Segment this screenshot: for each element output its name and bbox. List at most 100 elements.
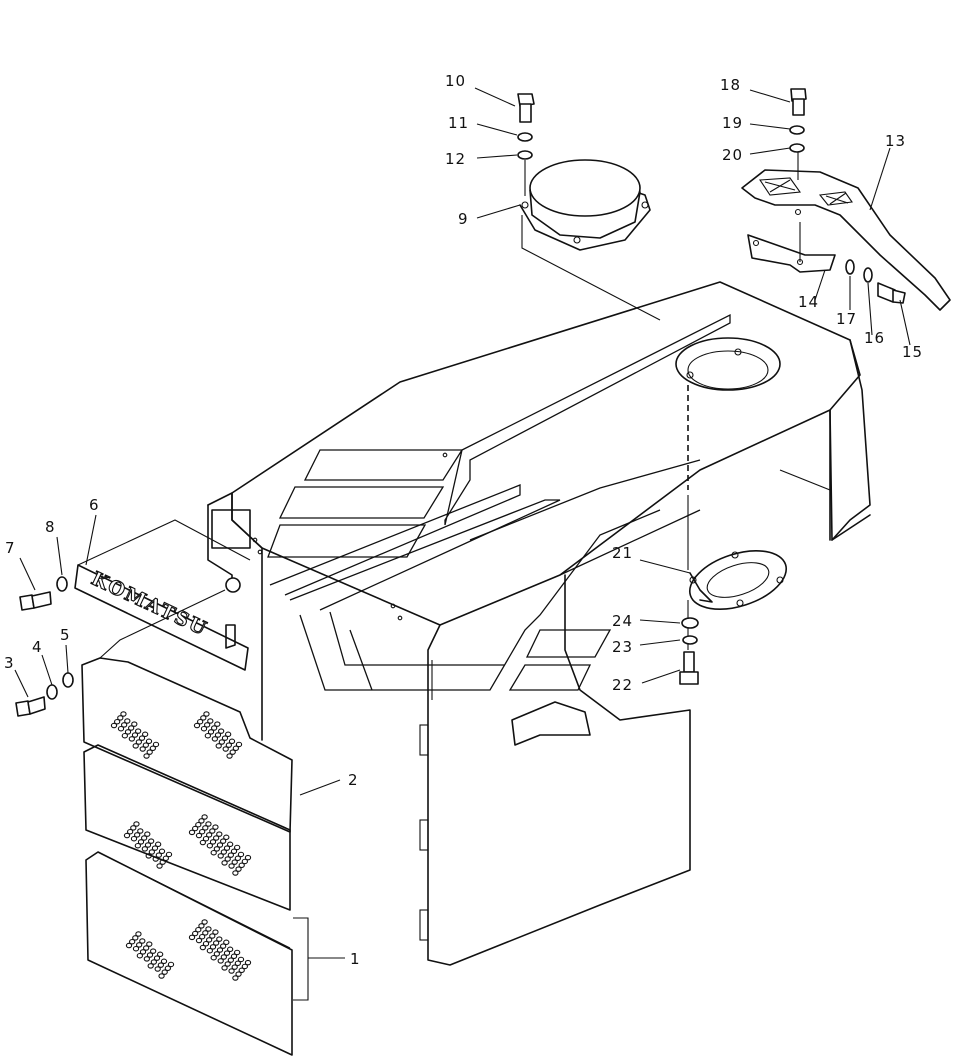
perforation-hole xyxy=(141,846,148,852)
washer-icon xyxy=(789,125,805,135)
perforation-hole xyxy=(224,856,231,862)
callout-6: 6 xyxy=(89,496,100,514)
perforation-hole xyxy=(133,832,141,838)
perforation-hole xyxy=(191,930,199,937)
perforation-hole xyxy=(120,711,127,717)
perforation-hole xyxy=(130,825,137,831)
callout-1: 1 xyxy=(350,950,361,968)
perforation-hole xyxy=(217,853,224,859)
perforation-hole xyxy=(218,739,225,745)
perforation-hole xyxy=(205,926,212,932)
perforation-hole xyxy=(219,838,227,844)
nameplate-text: KOMATSU xyxy=(88,568,211,641)
perforation-hole xyxy=(232,745,239,752)
callout-4: 4 xyxy=(32,638,43,656)
perforation-hole xyxy=(221,860,228,866)
perforation-hole xyxy=(152,741,160,748)
perforation-hole xyxy=(225,742,232,748)
perforation-hole xyxy=(148,849,155,855)
perforation-hole xyxy=(159,859,166,865)
perforation-hole xyxy=(231,859,238,865)
perforation-hole xyxy=(156,863,163,869)
perforation-hole xyxy=(198,818,205,824)
washer-icon xyxy=(517,132,533,142)
callout-14: 14 xyxy=(798,293,819,311)
perforation-hole xyxy=(202,825,209,831)
perforation-hole xyxy=(227,852,234,858)
perforation-hole xyxy=(227,957,234,963)
callout-23: 23 xyxy=(612,638,633,656)
perforation-hole xyxy=(235,866,242,872)
perforation-hole xyxy=(226,946,234,953)
perforation-hole xyxy=(131,721,138,727)
perforation-hole xyxy=(137,828,144,834)
callout-9: 9 xyxy=(458,210,469,228)
perforation-hole xyxy=(150,959,157,965)
dome-cover-part-9 xyxy=(519,159,661,321)
perforation-hole xyxy=(226,841,234,848)
grille-panel-part-1-upper xyxy=(83,744,291,911)
washer-icon xyxy=(56,576,68,592)
perforation-hole xyxy=(244,854,252,861)
perforation-hole xyxy=(144,842,152,848)
perforation-hole xyxy=(228,738,236,745)
perforation-hole xyxy=(199,839,206,846)
perforation-hole xyxy=(238,967,245,974)
perforation-hole xyxy=(138,735,146,741)
perforation-hole xyxy=(229,749,236,755)
perforation-hole xyxy=(156,951,164,958)
perforation-hole xyxy=(157,962,164,968)
perforation-hole xyxy=(209,828,216,834)
callout-5: 5 xyxy=(60,626,71,644)
flange-plate-part-21 xyxy=(688,550,788,610)
perforation-hole xyxy=(117,715,124,721)
perforation-hole xyxy=(221,965,228,971)
callout-12: 12 xyxy=(445,150,466,168)
perforation-hole xyxy=(198,923,205,929)
perforation-hole xyxy=(110,722,118,729)
perforation-hole xyxy=(117,725,125,732)
perforation-hole xyxy=(121,722,128,728)
perforation-hole xyxy=(204,732,211,739)
washer-icon xyxy=(863,267,873,283)
perforation-hole xyxy=(149,948,157,954)
perforation-hole xyxy=(223,845,231,851)
perforation-hole xyxy=(212,824,219,830)
perforation-hole xyxy=(134,728,142,734)
perforation-hole xyxy=(146,941,153,947)
perforation-hole xyxy=(195,926,202,933)
callout-20: 20 xyxy=(722,146,743,164)
perforation-hole xyxy=(143,753,150,759)
perforation-hole xyxy=(223,834,230,841)
bolt-icon xyxy=(679,651,699,685)
perforation-hole xyxy=(134,842,141,849)
perforation-hole xyxy=(241,963,248,970)
perforation-hole xyxy=(125,942,133,949)
perforation-hole xyxy=(206,947,213,954)
washer-icon xyxy=(682,635,698,645)
callout-7: 7 xyxy=(5,539,16,557)
perforation-hole xyxy=(228,863,235,869)
perforation-hole xyxy=(139,949,147,955)
perforation-hole xyxy=(237,956,245,963)
perforation-hole xyxy=(191,825,199,832)
engine-hood xyxy=(207,281,871,966)
perforation-hole xyxy=(213,951,220,957)
perforation-hole xyxy=(215,743,222,749)
perforation-hole xyxy=(216,936,223,942)
perforation-hole xyxy=(220,849,227,855)
perforation-hole xyxy=(142,742,149,748)
perforation-hole xyxy=(144,831,151,837)
perforation-hole xyxy=(133,821,140,827)
perforation-hole xyxy=(200,715,207,721)
callout-13: 13 xyxy=(885,132,906,150)
perforation-hole xyxy=(205,821,212,827)
perforation-hole xyxy=(238,862,245,869)
perforation-hole xyxy=(154,841,162,848)
perforation-hole xyxy=(220,954,227,960)
bolt-icon xyxy=(790,88,807,116)
perforation-hole xyxy=(143,956,150,962)
bolt-icon xyxy=(517,93,535,123)
perforation-hole xyxy=(203,722,211,728)
